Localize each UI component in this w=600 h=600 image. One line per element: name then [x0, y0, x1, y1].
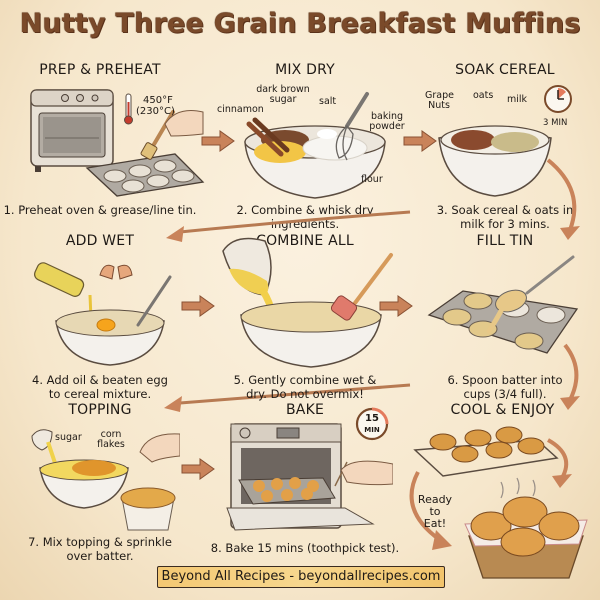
label-timer: 3 MIN	[543, 118, 568, 128]
step-heading: PREP & PREHEAT	[39, 62, 161, 78]
bowl-icon	[31, 429, 180, 531]
steam-icon	[500, 477, 536, 499]
spatula-icon	[330, 253, 393, 321]
step-3-panel: SOAK CEREAL Grape Nuts oats milk 3 MIN 3…	[405, 62, 600, 232]
page-title: Nutty Three Grain Breakfast Muffins	[19, 8, 581, 39]
step-heading: TOPPING	[68, 402, 132, 418]
step-caption: 3. Soak cereal & oats in milk for 3 mins…	[436, 203, 574, 231]
step-2-panel: MIX DRY cinnamon dark brown sugar salt b…	[205, 62, 405, 232]
mixing-bowl-icon	[222, 237, 393, 368]
step-heading: ADD WET	[65, 233, 135, 249]
pastry-brush-icon	[140, 110, 175, 160]
whisk-icon	[335, 92, 369, 161]
clock-icon	[544, 85, 572, 113]
curved-arrow-icon	[179, 210, 411, 234]
label-ready-to-eat: Ready to Eat!	[417, 493, 453, 530]
step-heading: COMBINE ALL	[256, 233, 354, 249]
label-flour: flour	[361, 174, 383, 185]
muffin-basket-icon	[464, 477, 588, 579]
bowl-icon	[34, 262, 172, 366]
step-6-panel: FILL TIN 6. Spoon batter into cups (3/4 …	[405, 233, 600, 403]
timer-number: 15	[365, 413, 379, 424]
thermometer-icon	[124, 93, 133, 125]
step-heading: MIX DRY	[275, 62, 335, 78]
arrow-right-icon	[181, 458, 215, 480]
cooling-rack-icon	[413, 426, 559, 477]
arrow-right-icon	[379, 295, 413, 317]
label-cinnamon: cinnamon	[217, 104, 264, 115]
arrow-right-icon	[181, 295, 215, 317]
step-heading: COOL & ENJOY	[450, 402, 555, 418]
muffin-tin-icon	[85, 153, 205, 197]
arrow-right-icon	[403, 130, 437, 152]
step-7-panel: TOPPING sugar corn flakes 7. Mix topping…	[0, 402, 200, 572]
label-dark-brown-sugar: dark brown sugar	[256, 84, 310, 105]
step-5-panel: COMBINE ALL 5. Gently combine wet & dry.…	[205, 233, 405, 403]
label-corn-flakes: corn flakes	[97, 429, 125, 450]
curved-arrow-icon	[409, 471, 442, 542]
curved-arrow-icon	[563, 343, 579, 401]
muffin-tray-icon	[238, 477, 336, 505]
label-salt: salt	[319, 96, 337, 107]
cereal-bowl-icon	[438, 125, 552, 197]
step-caption: 1. Preheat oven & grease/line tin.	[3, 203, 197, 217]
step-1-panel: PREP & PREHEAT 450°F	[0, 62, 205, 232]
step-caption: 8. Bake 15 mins (toothpick test).	[210, 541, 400, 555]
curved-arrow-icon	[546, 158, 577, 231]
step-8-panel: BAKE 15 MIN 8. Bake 15 mins (toothpick t…	[205, 402, 405, 572]
label-milk: milk	[507, 94, 528, 105]
hand-icon	[340, 460, 393, 486]
step-caption: 4. Add oil & beaten egg to cereal mixtur…	[32, 373, 168, 401]
spoon-icon	[486, 255, 575, 334]
cinnamon-stick-icon	[246, 117, 290, 157]
temperature-fahrenheit: 450°F	[143, 95, 173, 106]
hand-icon	[164, 110, 204, 137]
label-oats: oats	[473, 90, 494, 101]
hand-icon	[139, 433, 180, 463]
footer-banner: Beyond All Recipes - beyondallrecipes.co…	[157, 566, 445, 588]
temperature-celsius: (230°C)	[136, 106, 175, 117]
label-sugar: sugar	[55, 432, 82, 443]
label-baking-powder: baking powder	[369, 111, 405, 132]
cracked-egg-icon	[99, 264, 133, 280]
step-caption: 6. Spoon batter into cups (3/4 full).	[447, 373, 563, 401]
step-heading: SOAK CEREAL	[455, 62, 555, 78]
oven-icon	[30, 89, 205, 197]
timer-unit: MIN	[364, 426, 380, 434]
label-grape-nuts: Grape Nuts	[425, 90, 454, 111]
step-caption: 5. Gently combine wet & dry. Do not over…	[233, 373, 377, 401]
curved-arrow-icon	[546, 438, 569, 479]
fork-icon	[136, 275, 172, 327]
muffin-tin-icon	[427, 255, 579, 354]
mixing-bowl-icon	[244, 92, 386, 199]
timer-icon	[355, 407, 389, 441]
step-caption: 7. Mix topping & sprinkle over batter.	[28, 535, 172, 563]
muffin-cup-icon	[120, 487, 176, 531]
arrow-right-icon	[201, 130, 235, 152]
step-4-panel: ADD WET 4. Add oil & beaten egg to cerea…	[0, 233, 200, 403]
step-heading: FILL TIN	[476, 233, 534, 249]
step-heading: BAKE	[285, 402, 324, 418]
curved-arrow-icon	[179, 383, 411, 405]
step-9-panel: COOL & ENJOY Ready to Eat!	[405, 402, 600, 597]
oven-icon	[226, 423, 393, 531]
